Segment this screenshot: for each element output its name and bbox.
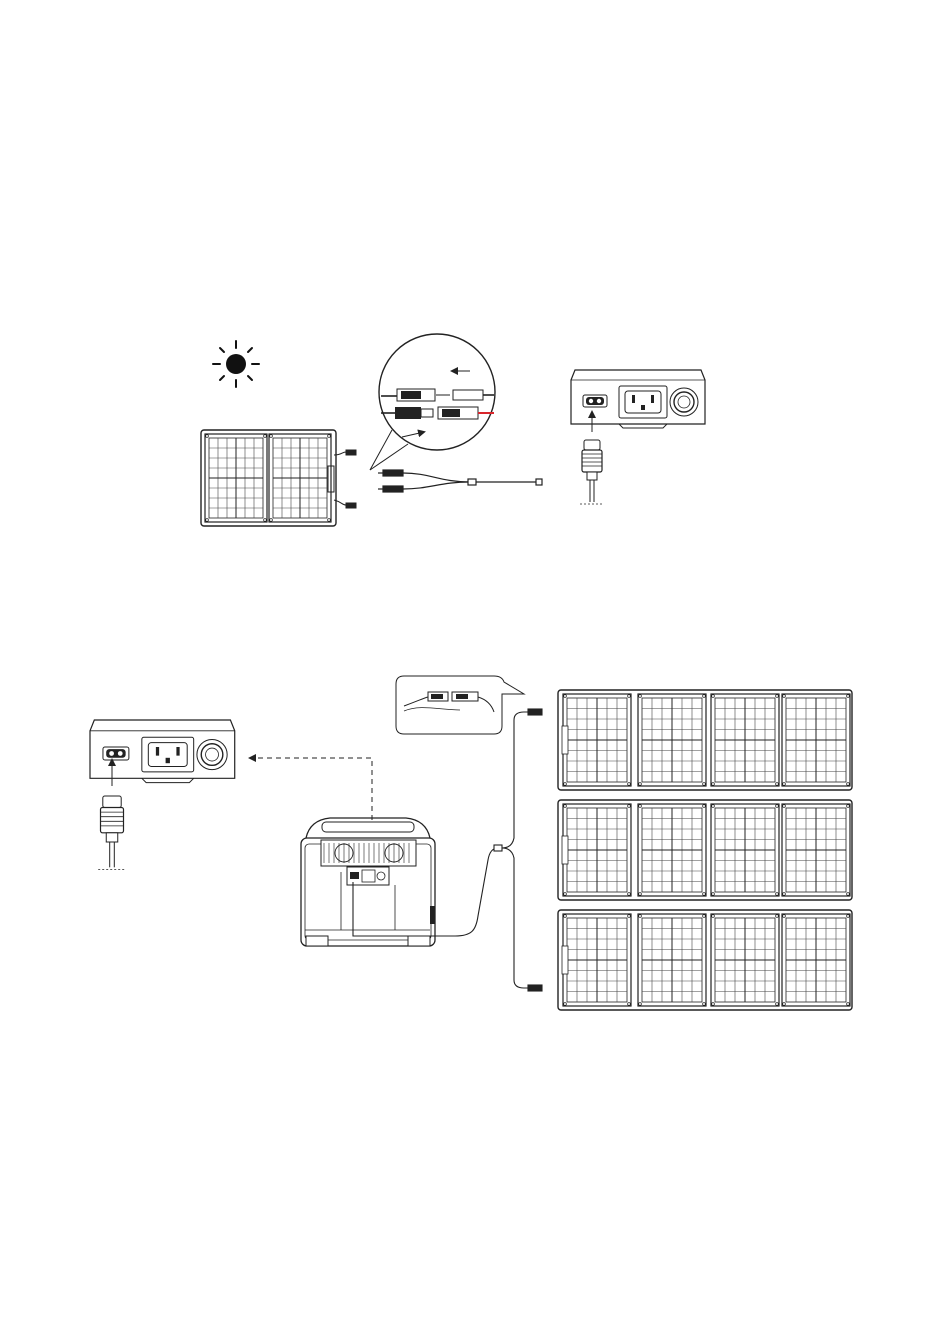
connector-detail (370, 334, 495, 470)
solar-module (782, 804, 850, 896)
solar-module (563, 804, 631, 896)
solar-module (563, 914, 631, 1006)
solar-module (638, 694, 706, 786)
charging-plug-step1 (580, 412, 604, 504)
solar-module (563, 694, 631, 786)
solar-module (638, 804, 706, 896)
solar-module (782, 914, 850, 1006)
folding-solar-panel (201, 430, 336, 526)
solar-array-row-3 (558, 910, 852, 1010)
connector-detail-bubble (396, 676, 524, 734)
solar-array-row-1 (558, 690, 852, 790)
solar-module (711, 694, 779, 786)
solar-array-row-2 (558, 800, 852, 900)
power-station-port-panel-step1 (571, 370, 705, 428)
solar-module (782, 694, 850, 786)
solar-module (638, 914, 706, 1006)
solar-module (711, 804, 779, 896)
sun-icon (213, 341, 259, 387)
solar-module (205, 434, 267, 522)
power-station (301, 818, 435, 946)
y-cable (378, 470, 542, 492)
solar-module (711, 914, 779, 1006)
solar-module (269, 434, 331, 522)
